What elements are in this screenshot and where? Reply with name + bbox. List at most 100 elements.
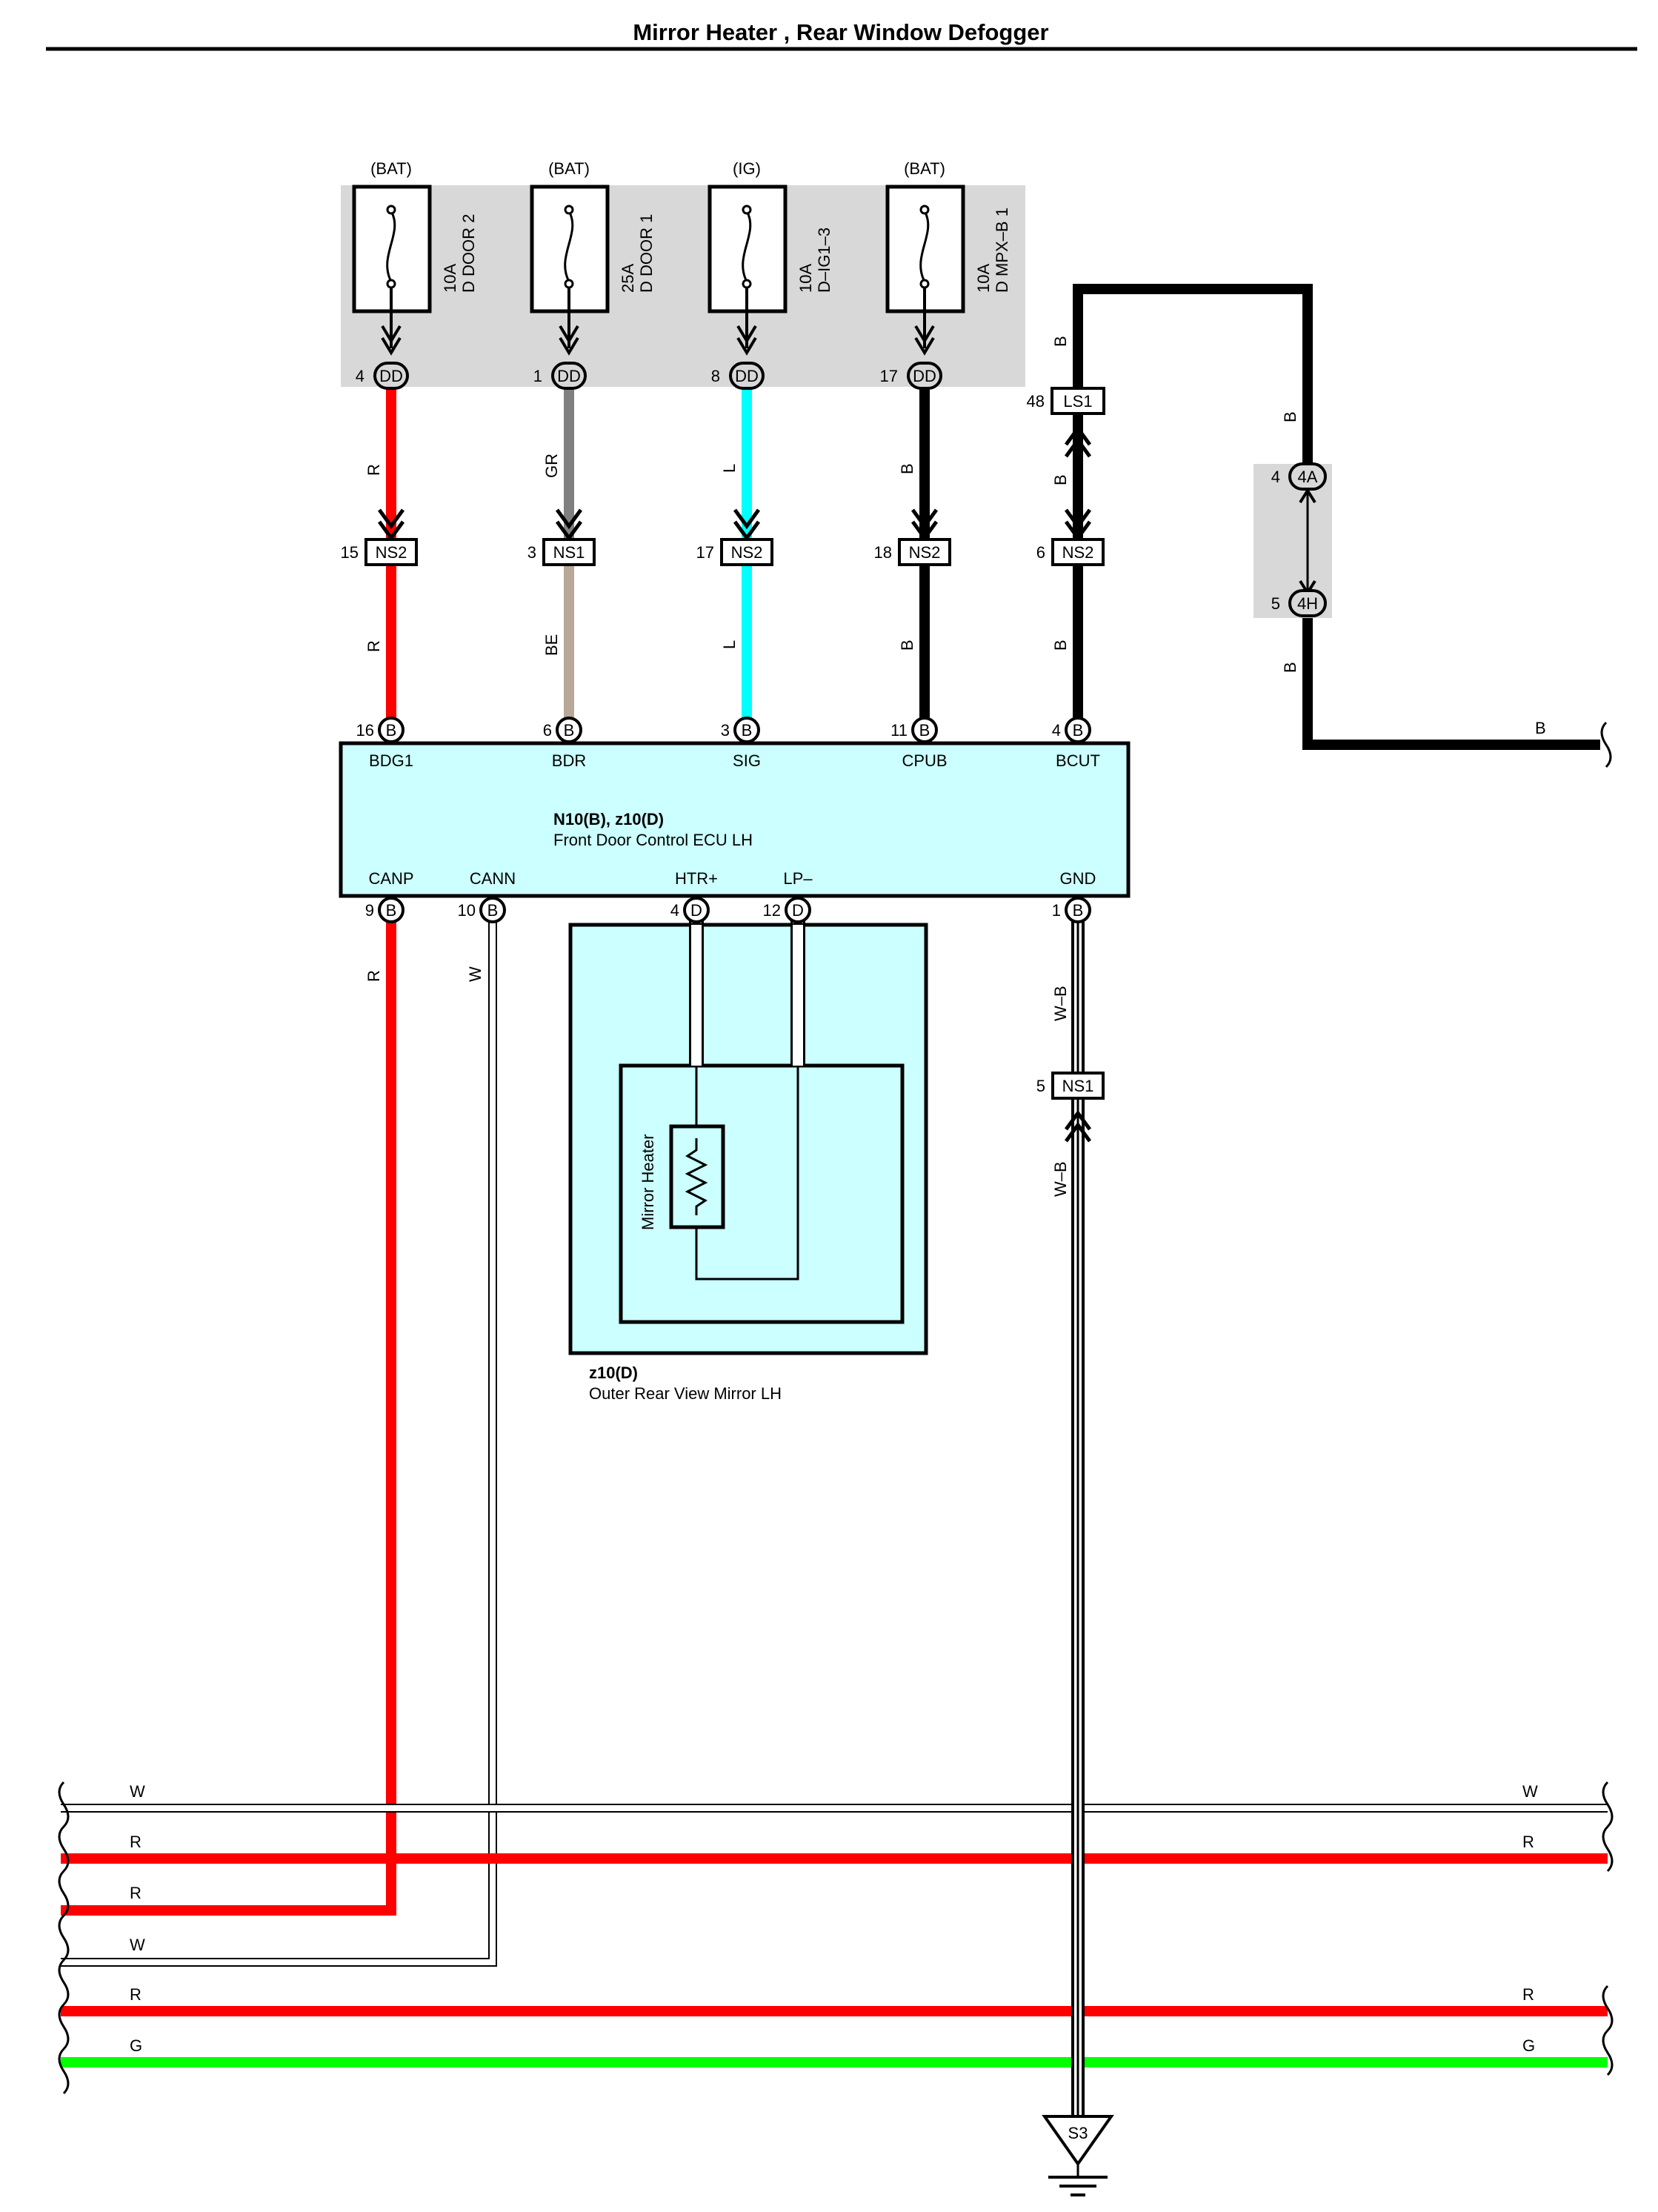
ground-ns1-connector: NS1 5 (1036, 1072, 1105, 1100)
svg-text:5: 5 (1271, 594, 1280, 613)
svg-text:W: W (130, 1936, 145, 1954)
mirror-ref: z10(D) (589, 1364, 638, 1382)
ls1-connector: LS1 48 (1027, 387, 1105, 415)
fuse-source: (BAT) (904, 159, 945, 178)
svg-text:W–B: W–B (1051, 986, 1070, 1021)
svg-text:17: 17 (880, 367, 898, 385)
svg-text:LS1: LS1 (1063, 392, 1092, 411)
svg-text:DD: DD (557, 367, 581, 385)
svg-text:D: D (792, 901, 804, 920)
svg-text:B: B (1073, 901, 1084, 920)
svg-text:B: B (1051, 640, 1070, 651)
svg-text:B: B (386, 901, 397, 920)
svg-text:6: 6 (543, 721, 552, 740)
fuse-d-mpx-b-1: (BAT) 10A D MPX–B 1 (885, 159, 1011, 356)
ecu-bottom-pins: B 9 B 10 D 4 D 12 B 1 (365, 897, 1091, 923)
fuse-name: D–IG1–3 (815, 227, 833, 293)
wire-labels-lower: R BE L B B (364, 634, 1070, 656)
svg-text:G: G (130, 2036, 142, 2055)
svg-text:R: R (130, 1985, 142, 2004)
break-mark (1600, 721, 1612, 768)
svg-text:GND: GND (1060, 869, 1096, 888)
svg-text:NS1: NS1 (553, 543, 585, 562)
fuse-rating: 10A (441, 264, 459, 293)
svg-text:L: L (720, 464, 739, 473)
svg-text:B: B (919, 721, 930, 740)
svg-text:R: R (130, 1884, 142, 1902)
fuse-name: D DOOR 2 (459, 214, 478, 293)
svg-text:GR: GR (542, 454, 561, 478)
svg-text:HTR+: HTR+ (675, 869, 718, 888)
svg-text:NS1: NS1 (1062, 1077, 1094, 1095)
ns-arrows (377, 425, 1092, 542)
ecu-top-labels: BDG1 BDR SIG CPUB BCUT (369, 751, 1100, 770)
wire-bcut-loop (1073, 284, 1600, 750)
svg-text:4: 4 (356, 367, 364, 385)
svg-text:NS2: NS2 (909, 543, 941, 562)
svg-text:11: 11 (890, 721, 908, 740)
fuse-d-door-2: (BAT) 10A D DOOR 2 (352, 159, 478, 356)
ecu-bottom-labels: CANP CANN HTR+ LP– GND (368, 869, 1096, 888)
svg-text:CANP: CANP (368, 869, 413, 888)
svg-text:R: R (1522, 1985, 1534, 2004)
svg-text:9: 9 (365, 901, 374, 920)
svg-text:CANN: CANN (470, 869, 516, 888)
fuse-rating: 10A (796, 264, 815, 293)
svg-text:DD: DD (379, 367, 403, 385)
ecu-box (339, 741, 1131, 898)
mirror-inner-box (619, 1063, 905, 1324)
svg-text:1: 1 (533, 367, 542, 385)
wire-canp (61, 910, 396, 1916)
svg-text:4: 4 (1052, 721, 1061, 740)
bus-lines (61, 1804, 1608, 2067)
ns-connectors: NS2 15 NS1 3 NS2 17 NS2 18 NS2 6 (341, 538, 1105, 566)
svg-text:R: R (364, 970, 383, 982)
svg-text:B: B (1281, 411, 1299, 422)
svg-text:B: B (898, 463, 916, 474)
svg-text:4H: 4H (1297, 594, 1318, 613)
wire-labels-right-loop: B B B (1281, 411, 1546, 737)
svg-text:R: R (1522, 1833, 1534, 1851)
svg-text:B: B (564, 721, 575, 740)
svg-text:B: B (1073, 721, 1084, 740)
svg-text:B: B (1281, 662, 1299, 673)
fuse-source: (BAT) (548, 159, 590, 178)
fuse-d-door-1: (BAT) 25A D DOOR 1 (530, 159, 656, 356)
page-title: Mirror Heater , Rear Window Defogger (633, 19, 1048, 45)
svg-text:B: B (1535, 719, 1546, 737)
svg-text:G: G (1522, 2036, 1535, 2055)
svg-text:B: B (1051, 336, 1070, 347)
bus-labels: W W R R R W R R G G (130, 1782, 1538, 2055)
svg-text:B: B (742, 721, 753, 740)
wire-cann (61, 910, 496, 1965)
svg-text:W: W (466, 966, 485, 982)
fuse-source: (BAT) (370, 159, 412, 178)
svg-text:W: W (1522, 1782, 1538, 1801)
svg-text:4A: 4A (1298, 468, 1318, 486)
svg-text:NS2: NS2 (376, 543, 407, 562)
svg-text:10: 10 (458, 901, 476, 920)
ecu-ref: N10(B), z10(D) (553, 810, 664, 828)
wire-labels-upper: R GR L B B B (364, 336, 1070, 485)
svg-text:B: B (1051, 474, 1070, 485)
svg-text:1: 1 (1052, 901, 1061, 920)
dd-connectors: DD 4 DD 1 DD 8 DD 17 (356, 362, 942, 390)
svg-text:BDG1: BDG1 (369, 751, 413, 770)
svg-text:48: 48 (1027, 392, 1045, 411)
svg-text:SIG: SIG (733, 751, 761, 770)
svg-text:6: 6 (1036, 543, 1045, 562)
ground-s3: S3 (1042, 2115, 1114, 2196)
svg-text:18: 18 (874, 543, 892, 562)
svg-text:B: B (898, 640, 916, 651)
svg-text:R: R (364, 464, 383, 476)
ecu-top-pins: B 16 B 6 B 3 B 11 B 4 (356, 717, 1091, 743)
svg-text:5: 5 (1036, 1077, 1045, 1095)
svg-text:B: B (386, 721, 397, 740)
svg-text:16: 16 (356, 721, 374, 740)
svg-text:4: 4 (1271, 468, 1280, 486)
svg-text:CPUB: CPUB (902, 751, 947, 770)
svg-text:S3: S3 (1068, 2124, 1088, 2142)
svg-text:17: 17 (696, 543, 714, 562)
svg-text:DD: DD (913, 367, 936, 385)
